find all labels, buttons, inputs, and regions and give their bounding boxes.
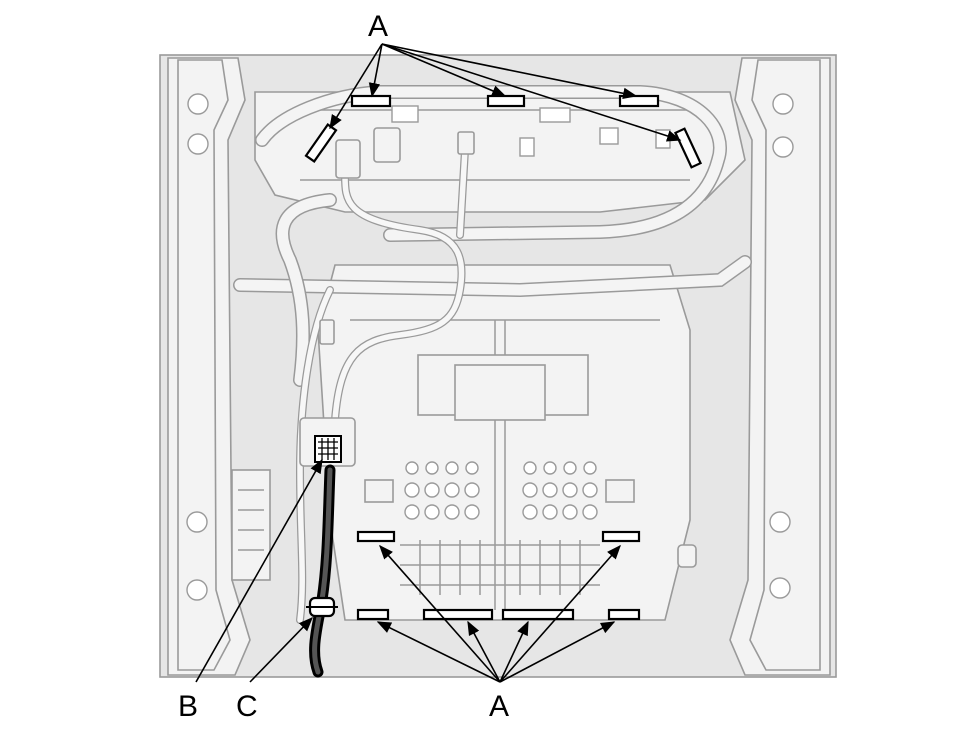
callout-b: B: [178, 690, 198, 723]
main-harness: [309, 464, 336, 678]
clip-a-marker: [607, 608, 641, 621]
clip-a-marker: [356, 608, 390, 621]
clip-a-marker: [618, 94, 660, 108]
seat-frame: [159, 54, 837, 678]
clip-a-marker: [501, 608, 575, 621]
clip-a-marker: [486, 94, 526, 108]
leaders-bottom-a: [376, 544, 621, 683]
callout-a-top: A: [368, 10, 388, 43]
clip-a-marker: [601, 530, 641, 543]
clip-a-marker: [422, 608, 494, 621]
callout-c: C: [236, 690, 258, 723]
leader-b: [195, 458, 323, 683]
clip-c: [306, 596, 338, 618]
pan-grid-right: [522, 461, 598, 520]
pan-grid-left: [404, 461, 480, 520]
clip-a-marker: [356, 530, 396, 543]
leader-c: [249, 616, 314, 683]
connector-b: [314, 435, 342, 463]
clips-a-bottom: [356, 530, 641, 621]
leaders-top-a: [329, 43, 682, 142]
clip-a-marker: [350, 94, 392, 108]
callout-a-bottom: A: [489, 690, 509, 723]
